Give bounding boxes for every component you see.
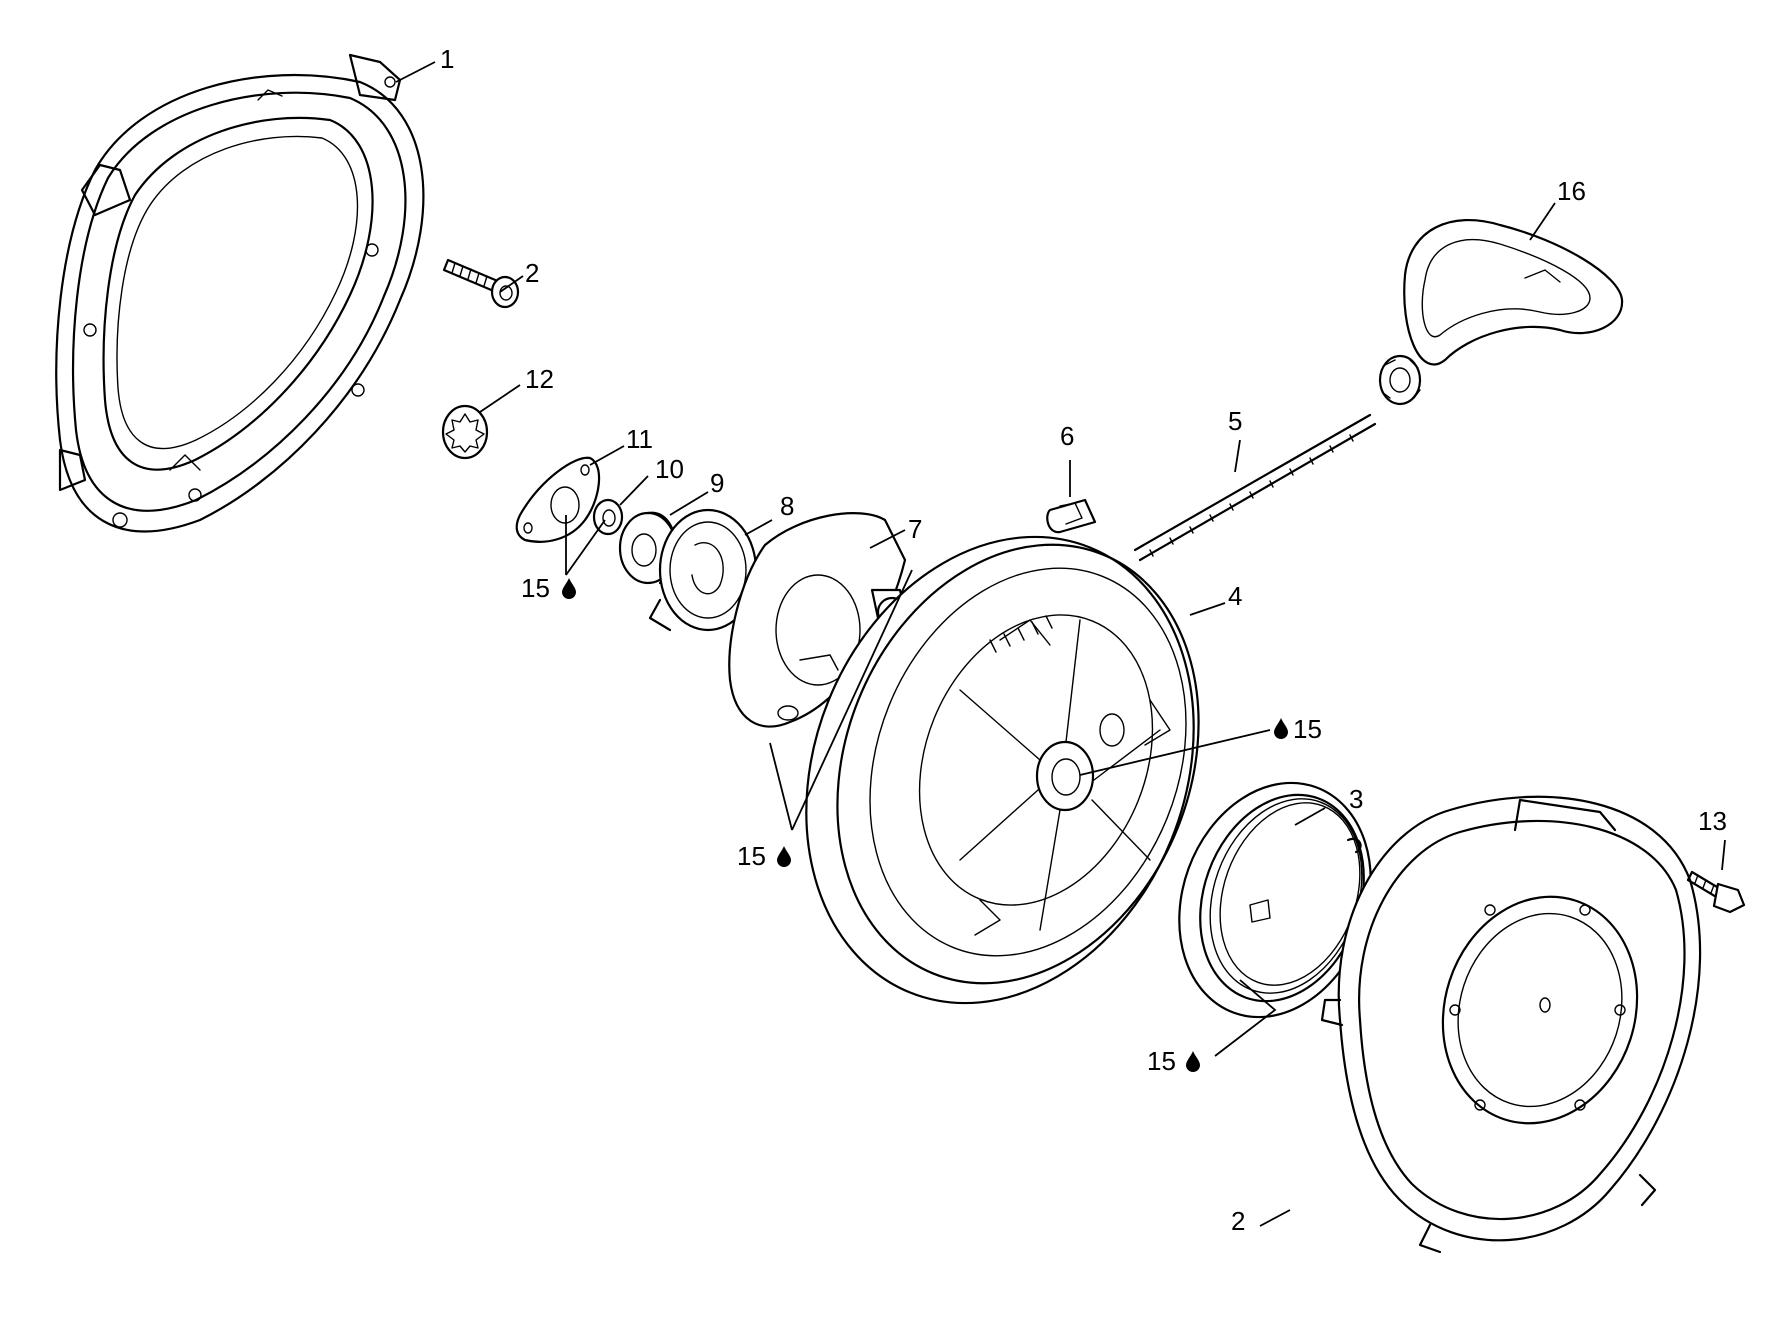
part-1-housing-ring (55, 53, 425, 533)
lube-ref-label: 15 (737, 841, 766, 871)
part-5-rope-pulley (805, 535, 1200, 1005)
part-6-starter-rope (1133, 413, 1377, 562)
callout-labels: 1 2 12 11 10 9 8 7 6 5 16 4 3 13 2 15 15… (440, 44, 1727, 1236)
part-12-friction-plate (515, 456, 601, 543)
callout-3: 2 (1231, 1206, 1245, 1236)
callout-14: 13 (1698, 806, 1727, 836)
callout-12: 11 (626, 424, 653, 454)
lube-ref-label: 15 (521, 573, 550, 603)
lube-ref-label: 15 (1147, 1046, 1176, 1076)
callout-11: 10 (655, 454, 684, 484)
callout-9: 8 (780, 491, 794, 521)
part-2-bolt (442, 258, 520, 309)
callout-7: 6 (1060, 421, 1074, 451)
callout-1: 1 (440, 44, 454, 74)
callout-2: 2 (525, 258, 539, 288)
callout-4: 3 (1349, 784, 1363, 814)
part-13-star-washer (441, 404, 489, 460)
callout-16: 16 (1557, 176, 1586, 206)
part-7-pawl (1046, 498, 1097, 534)
callout-13: 12 (525, 364, 554, 394)
oil-drop-icon (1274, 718, 1288, 739)
lube-ref-label: 15 (1293, 714, 1322, 744)
callout-5: 4 (1228, 581, 1242, 611)
oil-drop-icon (1186, 1051, 1200, 1072)
leader-lines (395, 61, 1726, 1227)
oil-drop-icon (562, 578, 576, 599)
oil-drop-icon (777, 846, 791, 867)
callout-10: 9 (710, 468, 724, 498)
part-14-screw (1686, 870, 1746, 914)
callout-8: 7 (908, 514, 922, 544)
callout-6: 5 (1228, 406, 1242, 436)
part-3-starter-cover (1320, 795, 1702, 1254)
part-16-starter-handle (1378, 219, 1624, 406)
